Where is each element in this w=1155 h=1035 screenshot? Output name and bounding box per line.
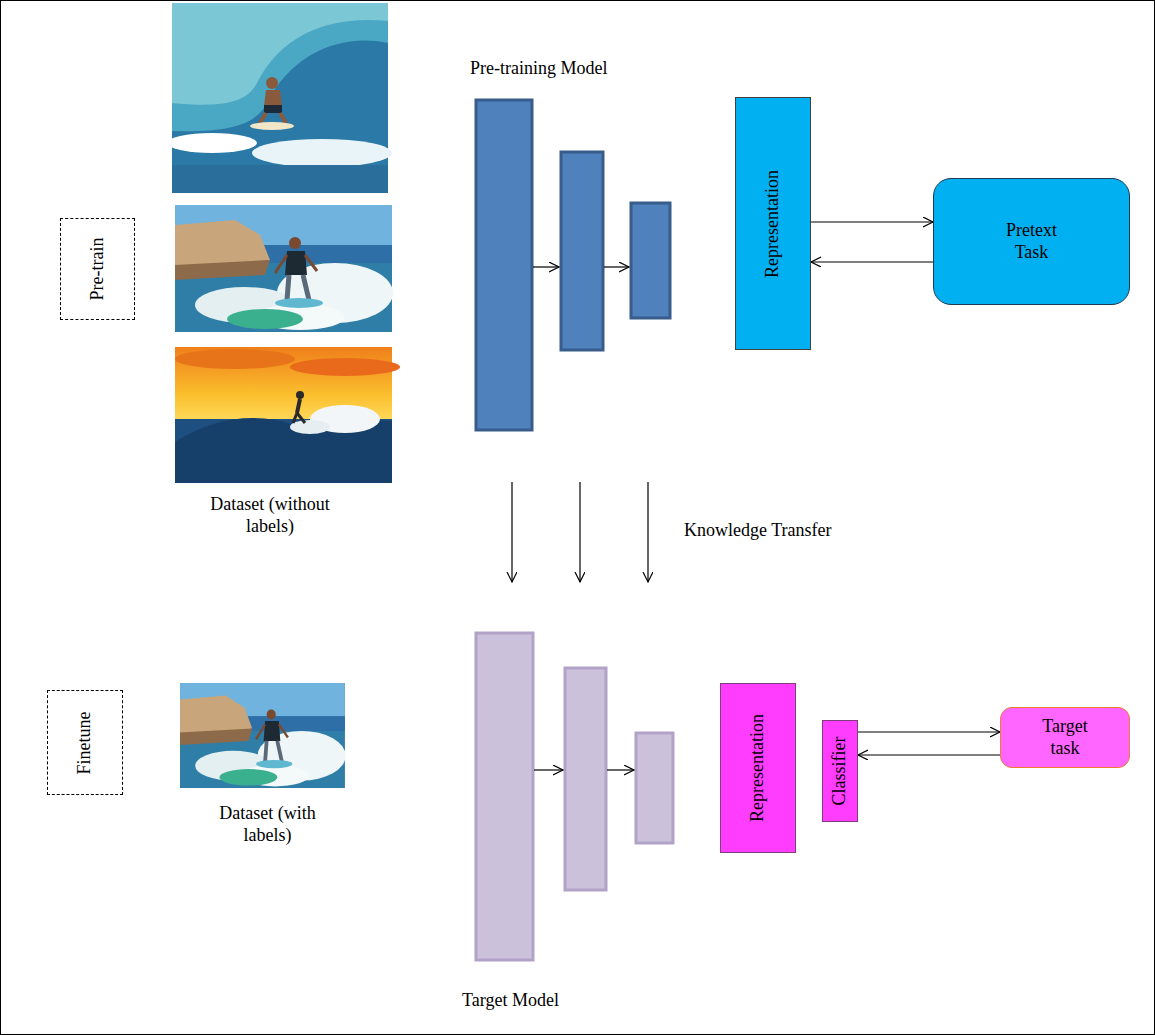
photo-surfer bbox=[280, 113, 286, 123]
layer-arrow bbox=[534, 769, 563, 770]
network-layer bbox=[561, 152, 603, 350]
surf-photo bbox=[175, 205, 393, 332]
surf-photo bbox=[175, 347, 400, 483]
flow-arrow bbox=[858, 731, 1000, 732]
network-layer bbox=[565, 668, 606, 890]
photo-surfer bbox=[260, 113, 266, 123]
node-text: Classifier bbox=[829, 737, 851, 806]
representation-box: Representation bbox=[735, 97, 811, 350]
transfer-arrow bbox=[579, 482, 580, 582]
photo-cloud bbox=[175, 349, 295, 369]
dataset-caption: Dataset (with labels) bbox=[205, 803, 330, 846]
node-text: Pre-train bbox=[87, 238, 109, 301]
photo-foam bbox=[290, 420, 330, 434]
model-caption: Target Model bbox=[462, 990, 682, 1012]
layer-arrow bbox=[533, 266, 559, 267]
model-caption: Pre-training Model bbox=[470, 58, 690, 80]
transfer-arrow bbox=[511, 482, 512, 582]
flow-arrow bbox=[811, 261, 933, 262]
node-text: Representation bbox=[762, 170, 784, 278]
photo-surfer bbox=[264, 105, 282, 113]
photo-surfer bbox=[264, 90, 282, 106]
photo-foam bbox=[167, 133, 257, 153]
photo-wave bbox=[172, 3, 388, 105]
photo-surfer bbox=[297, 413, 305, 423]
photo-foam bbox=[252, 139, 392, 167]
layer-arrow bbox=[607, 769, 634, 770]
network-layer bbox=[631, 203, 670, 318]
network-layer bbox=[476, 100, 532, 430]
representation-box: Representation bbox=[720, 683, 796, 853]
surf-photo bbox=[180, 683, 346, 788]
photo-wave bbox=[172, 3, 388, 131]
surf-photo bbox=[167, 3, 392, 193]
node-text: Finetune bbox=[74, 711, 96, 774]
node-text: Target task bbox=[1030, 716, 1100, 759]
photo-surfer bbox=[297, 399, 300, 413]
photo-water bbox=[172, 165, 388, 193]
photo-cloud bbox=[290, 358, 400, 376]
photo-surfer bbox=[296, 391, 304, 399]
node-text: Pretext Task bbox=[992, 220, 1072, 263]
node-text: Representation bbox=[747, 714, 769, 822]
task-box: Pretext Task bbox=[933, 178, 1130, 305]
transfer-arrow bbox=[647, 482, 648, 582]
flow-arrow bbox=[811, 221, 933, 222]
dataset-caption: Dataset (without labels) bbox=[195, 494, 345, 537]
network-layer bbox=[476, 633, 533, 960]
classifier-box: Classifier bbox=[822, 720, 858, 822]
network-layer bbox=[636, 733, 673, 843]
layer-arrow bbox=[604, 266, 629, 267]
transfer-caption: Knowledge Transfer bbox=[684, 520, 904, 542]
stage-tag: Pre-train bbox=[60, 218, 135, 320]
flow-arrow bbox=[858, 754, 1000, 755]
task-box: Target task bbox=[1000, 707, 1130, 768]
stage-tag: Finetune bbox=[47, 690, 123, 795]
photo-surfer bbox=[266, 77, 278, 89]
photo-board bbox=[250, 122, 294, 130]
